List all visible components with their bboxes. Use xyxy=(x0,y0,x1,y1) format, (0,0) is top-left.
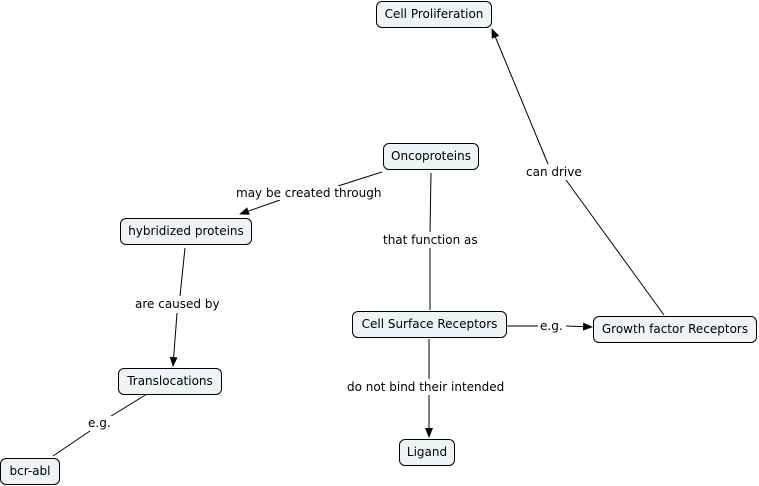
edge-gfr-to-can-drive xyxy=(565,179,665,316)
node-cell-proliferation[interactable]: Cell Proliferation xyxy=(376,1,492,28)
edge-hybridized-to-caused-by xyxy=(179,247,186,297)
node-oncoproteins[interactable]: Oncoproteins xyxy=(383,143,479,170)
edge-link-to-hybridized-proteins xyxy=(239,199,281,215)
node-translocations[interactable]: Translocations xyxy=(118,368,222,395)
link-can-drive: can drive xyxy=(524,165,584,179)
edge-caused-by-to-translocations xyxy=(169,312,178,367)
edge-oncoproteins-to-function-link xyxy=(429,172,432,233)
edge-eg-to-bcr-abl xyxy=(52,430,91,457)
link-eg-growth-factor: e.g. xyxy=(538,319,565,333)
node-hybridized-proteins[interactable]: hybridized proteins xyxy=(120,218,252,245)
node-growth-factor-receptors[interactable]: Growth factor Receptors xyxy=(593,316,757,343)
edge-oncoproteins-to-link xyxy=(337,171,383,187)
link-do-not-bind: do not bind their intended xyxy=(345,380,507,394)
link-are-caused-by: are caused by xyxy=(133,297,222,311)
edge-eg-to-gfr xyxy=(565,322,593,331)
node-ligand[interactable]: Ligand xyxy=(399,439,455,466)
edge-translocations-to-eg xyxy=(107,393,148,419)
link-may-be-created-through: may be created through xyxy=(234,186,384,200)
link-eg-bcr-abl: e.g. xyxy=(86,416,113,430)
node-bcr-abl[interactable]: bcr-abl xyxy=(0,458,60,485)
node-cell-surface-receptors[interactable]: Cell Surface Receptors xyxy=(352,311,507,338)
edge-can-drive-to-cell-proliferation xyxy=(491,28,549,165)
link-that-function-as: that function as xyxy=(381,233,480,247)
